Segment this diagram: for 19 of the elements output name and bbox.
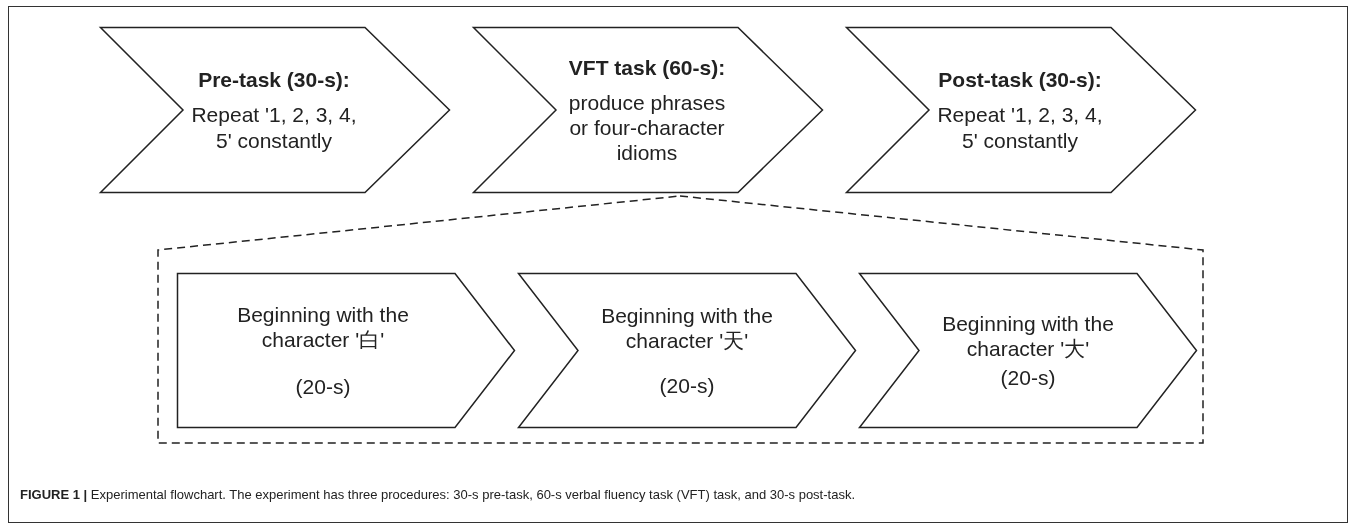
step-text: Beginning with the character '大' (941, 310, 1115, 362)
step-text: Repeat '1, 2, 3, 4, 5' constantly (936, 102, 1104, 153)
figure-caption: FIGURE 1 | Experimental flowchart. The experiment has three procedures: 30-s pre-task, 60-s verbal fluency task (VFT) task, and 30-s post-task. (20, 487, 855, 502)
step-heading: Pre-task (30-s): (198, 67, 350, 93)
chevron-step (473, 27, 823, 193)
step-text: Beginning with the character '天' (600, 302, 774, 354)
step-text: produce phrases or four-character idioms (567, 89, 727, 166)
chevron-step (518, 273, 856, 428)
chevron-step (859, 273, 1197, 428)
step-heading: VFT task (60-s): (568, 54, 726, 80)
step-text: Beginning with the character '白' (236, 301, 410, 353)
step-text: (20-s) (1000, 365, 1056, 391)
step-text: (20-s) (659, 373, 715, 399)
step-text: Repeat '1, 2, 3, 4, 5' constantly (190, 102, 358, 153)
chevron-step (177, 273, 515, 428)
step-text: (20-s) (295, 374, 351, 400)
chevron-step (846, 27, 1196, 193)
chevron-step (100, 27, 450, 193)
step-heading: Post-task (30-s): (938, 67, 1102, 93)
